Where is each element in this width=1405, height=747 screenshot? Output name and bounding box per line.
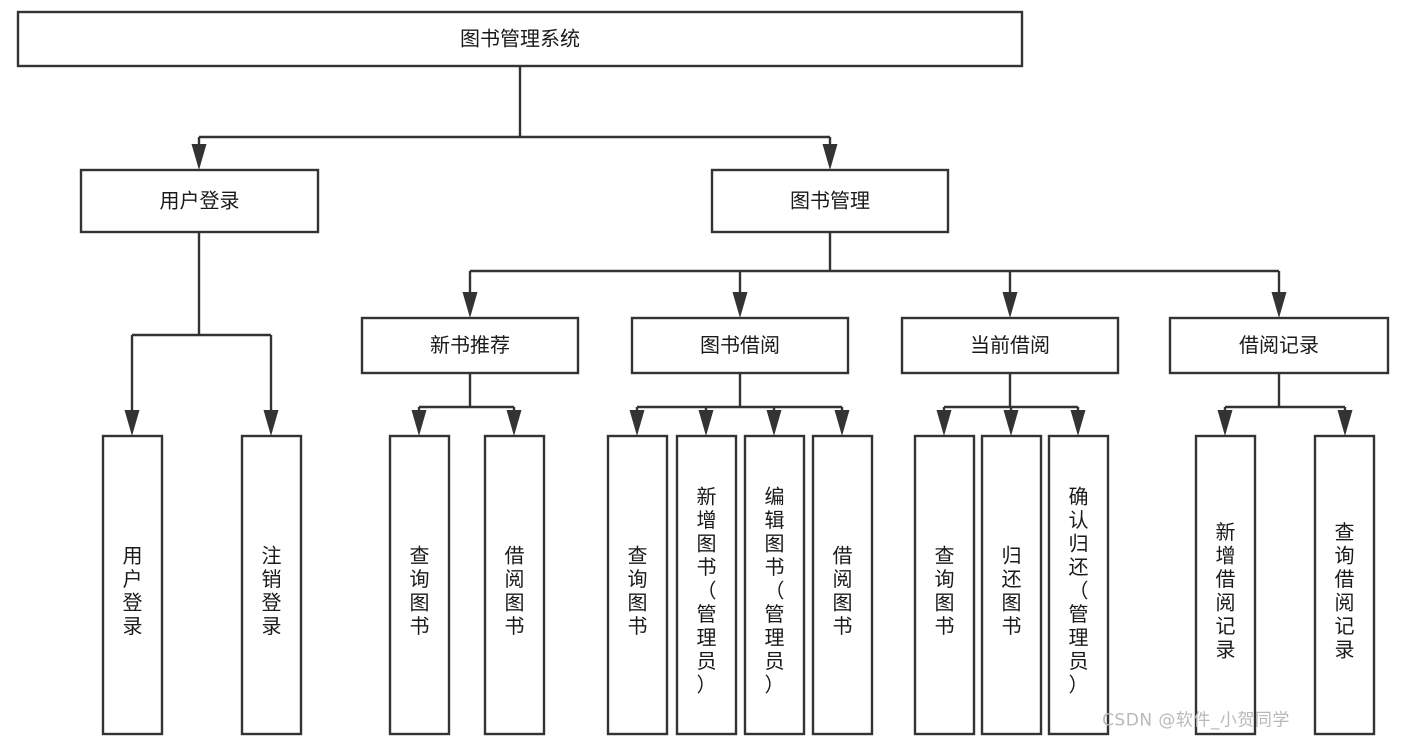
node-box[interactable] xyxy=(483,434,546,736)
node-leaf-borrow-add[interactable]: 新增图书（管理员） xyxy=(675,434,738,736)
node-box[interactable] xyxy=(388,434,451,736)
node-box[interactable] xyxy=(743,434,806,736)
node-leaf-user-login[interactable]: 用户登录 xyxy=(101,434,164,736)
node-label: 查询借阅记录 xyxy=(1335,519,1355,661)
node-leaf-cur-return[interactable]: 归还图书 xyxy=(980,434,1043,736)
node-leaf-borrow-edit[interactable]: 编辑图书（管理员） xyxy=(743,434,806,736)
edge-group-new-book-rec-children xyxy=(411,373,522,436)
arrow-head-icon xyxy=(1003,410,1019,436)
node-label: 编辑图书（管理员） xyxy=(765,484,785,696)
node-box[interactable] xyxy=(16,10,1024,68)
edge-group-user-login-children xyxy=(124,232,279,436)
edge-group-root-children xyxy=(191,66,838,170)
node-label: 新书推荐 xyxy=(430,333,510,357)
node-label: 用户登录 xyxy=(160,189,240,213)
edge-group-borrow-record-children xyxy=(1217,373,1353,436)
node-label: 借阅记录 xyxy=(1239,333,1319,357)
node-box[interactable] xyxy=(1194,434,1257,736)
node-leaf-cur-query[interactable]: 查询图书 xyxy=(913,434,976,736)
arrow-head-icon xyxy=(191,144,207,170)
node-label: 新增借阅记录 xyxy=(1216,519,1236,661)
node-label: 查询图书 xyxy=(935,543,955,638)
node-label: 图书管理 xyxy=(790,189,870,213)
node-box[interactable] xyxy=(1313,434,1376,736)
edge-group-book-manage-children xyxy=(462,232,1287,318)
node-box[interactable] xyxy=(79,168,320,234)
node-leaf-rec-query[interactable]: 查询图书 xyxy=(388,434,451,736)
node-label: 图书管理系统 xyxy=(460,27,580,51)
node-label: 用户登录 xyxy=(123,543,143,638)
arrow-head-icon xyxy=(1271,292,1287,318)
edge-layer xyxy=(124,66,1353,436)
node-leaf-borrow-query[interactable]: 查询图书 xyxy=(606,434,669,736)
edge-group-book-borrow-children xyxy=(629,373,850,436)
node-current-borrow[interactable]: 当前借阅 xyxy=(900,316,1120,375)
node-box[interactable] xyxy=(101,434,164,736)
edge-group-current-borrow-children xyxy=(936,373,1086,436)
arrow-head-icon xyxy=(1217,410,1233,436)
arrow-head-icon xyxy=(1070,410,1086,436)
node-borrow-record[interactable]: 借阅记录 xyxy=(1168,316,1390,375)
node-box[interactable] xyxy=(811,434,874,736)
node-leaf-rec-query2[interactable]: 查询借阅记录 xyxy=(1313,434,1376,736)
node-book-manage[interactable]: 图书管理 xyxy=(710,168,950,234)
node-box[interactable] xyxy=(710,168,950,234)
node-label: 借阅图书 xyxy=(833,543,853,638)
node-label: 查询图书 xyxy=(628,543,648,638)
node-box[interactable] xyxy=(240,434,303,736)
node-leaf-rec-add[interactable]: 新增借阅记录 xyxy=(1194,434,1257,736)
node-new-book-rec[interactable]: 新书推荐 xyxy=(360,316,580,375)
node-box[interactable] xyxy=(980,434,1043,736)
node-box[interactable] xyxy=(606,434,669,736)
node-box[interactable] xyxy=(630,316,850,375)
node-label: 借阅图书 xyxy=(505,543,525,638)
arrow-head-icon xyxy=(1002,292,1018,318)
arrow-head-icon xyxy=(1337,410,1353,436)
arrow-head-icon xyxy=(411,410,427,436)
arrow-head-icon xyxy=(462,292,478,318)
arrow-head-icon xyxy=(732,292,748,318)
arrow-head-icon xyxy=(263,410,279,436)
arrow-head-icon xyxy=(936,410,952,436)
node-layer: 图书管理系统用户登录图书管理新书推荐图书借阅当前借阅借阅记录用户登录注销登录查询… xyxy=(16,10,1390,736)
node-box[interactable] xyxy=(360,316,580,375)
node-leaf-borrow-lend[interactable]: 借阅图书 xyxy=(811,434,874,736)
node-box[interactable] xyxy=(1168,316,1390,375)
arrow-head-icon xyxy=(834,410,850,436)
arrow-head-icon xyxy=(124,410,140,436)
arrow-head-icon xyxy=(822,144,838,170)
arrow-head-icon xyxy=(629,410,645,436)
node-label: 确认归还（管理员） xyxy=(1069,484,1089,696)
node-label: 新增图书（管理员） xyxy=(697,484,717,696)
arrow-head-icon xyxy=(506,410,522,436)
node-leaf-cur-confirm[interactable]: 确认归还（管理员） xyxy=(1047,434,1110,736)
node-box[interactable] xyxy=(900,316,1120,375)
node-box[interactable] xyxy=(675,434,738,736)
node-label: 归还图书 xyxy=(1002,543,1022,638)
node-label: 图书借阅 xyxy=(700,333,780,357)
node-label: 当前借阅 xyxy=(970,333,1050,357)
node-label: 查询图书 xyxy=(410,543,430,638)
node-book-borrow[interactable]: 图书借阅 xyxy=(630,316,850,375)
node-box[interactable] xyxy=(1047,434,1110,736)
node-leaf-rec-borrow[interactable]: 借阅图书 xyxy=(483,434,546,736)
node-box[interactable] xyxy=(913,434,976,736)
node-user-login[interactable]: 用户登录 xyxy=(79,168,320,234)
node-label: 注销登录 xyxy=(262,543,282,638)
node-leaf-user-logout[interactable]: 注销登录 xyxy=(240,434,303,736)
arrow-head-icon xyxy=(698,410,714,436)
node-root[interactable]: 图书管理系统 xyxy=(16,10,1024,68)
arrow-head-icon xyxy=(766,410,782,436)
